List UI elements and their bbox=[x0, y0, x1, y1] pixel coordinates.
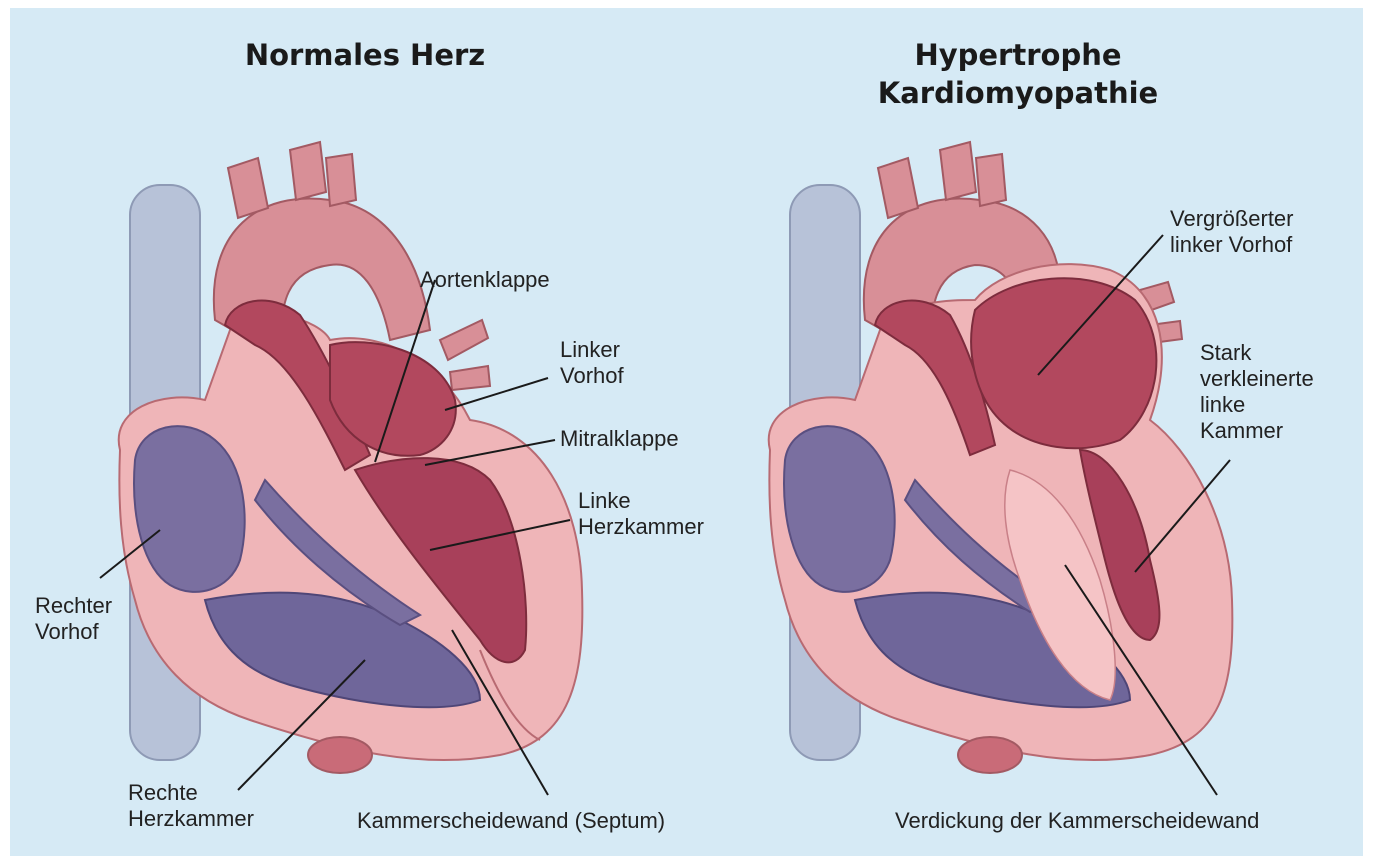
label-verkleinerte-kammer-3: linke bbox=[1200, 392, 1314, 418]
title-hypertrophic-line1: Hypertrophe bbox=[868, 36, 1168, 74]
label-vergroesserter-vorhof: Vergrößerter linker Vorhof bbox=[1170, 206, 1294, 258]
label-verkleinerte-kammer-1: Stark bbox=[1200, 340, 1314, 366]
label-linke-herzkammer-2: Herzkammer bbox=[578, 514, 704, 540]
label-rechter-vorhof-2: Vorhof bbox=[35, 619, 112, 645]
label-vergroesserter-vorhof-2: linker Vorhof bbox=[1170, 232, 1294, 258]
label-rechte-herzkammer-2: Herzkammer bbox=[128, 806, 254, 832]
label-verkleinerte-kammer: Stark verkleinerte linke Kammer bbox=[1200, 340, 1314, 444]
normal-heart bbox=[119, 142, 583, 773]
label-rechter-vorhof: Rechter Vorhof bbox=[35, 593, 112, 645]
label-verdickung: Verdickung der Kammerscheidewand bbox=[895, 808, 1259, 834]
label-verkleinerte-kammer-2: verkleinerte bbox=[1200, 366, 1314, 392]
label-verkleinerte-kammer-4: Kammer bbox=[1200, 418, 1314, 444]
title-normal-heart: Normales Herz bbox=[205, 36, 525, 74]
label-rechter-vorhof-1: Rechter bbox=[35, 593, 112, 619]
label-mitralklappe: Mitralklappe bbox=[560, 426, 679, 452]
label-aortenklappe: Aortenklappe bbox=[420, 267, 550, 293]
label-rechte-herzkammer: Rechte Herzkammer bbox=[128, 780, 254, 832]
title-hypertrophic: Hypertrophe Kardiomyopathie bbox=[868, 36, 1168, 112]
label-kammerscheidewand: Kammerscheidewand (Septum) bbox=[357, 808, 665, 834]
label-linke-herzkammer: Linke Herzkammer bbox=[578, 488, 704, 540]
label-vergroesserter-vorhof-1: Vergrößerter bbox=[1170, 206, 1294, 232]
label-rechte-herzkammer-1: Rechte bbox=[128, 780, 254, 806]
label-linker-vorhof: Linker Vorhof bbox=[560, 337, 624, 389]
title-hypertrophic-line2: Kardiomyopathie bbox=[868, 74, 1168, 112]
label-linke-herzkammer-1: Linke bbox=[578, 488, 704, 514]
label-linker-vorhof-2: Vorhof bbox=[560, 363, 624, 389]
label-linker-vorhof-1: Linker bbox=[560, 337, 624, 363]
